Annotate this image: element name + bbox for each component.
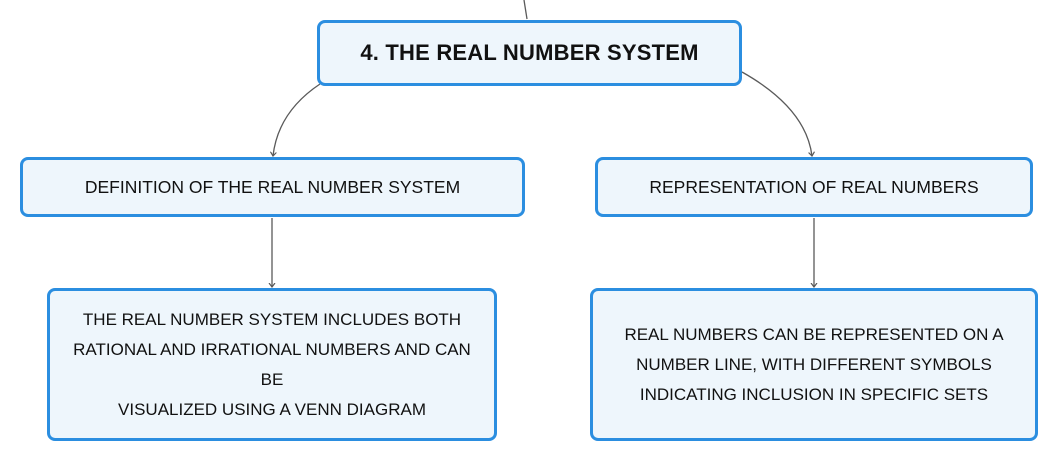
representation-detail-node[interactable]: REAL NUMBERS CAN BE REPRESENTED ON A NUM… — [590, 288, 1038, 441]
connector-root-to-representation — [741, 71, 812, 156]
subtopic-definition-node[interactable]: DEFINITION OF THE REAL NUMBER SYSTEM — [20, 157, 525, 217]
subtopic-representation-node[interactable]: REPRESENTATION OF REAL NUMBERS — [595, 157, 1033, 217]
definition-detail-node[interactable]: THE REAL NUMBER SYSTEM INCLUDES BOTH RAT… — [47, 288, 497, 441]
root-topic-node[interactable]: 4. THE REAL NUMBER SYSTEM — [317, 20, 742, 86]
incoming-connector — [523, 0, 528, 20]
connector-root-to-definition — [273, 83, 321, 156]
definition-detail-text: THE REAL NUMBER SYSTEM INCLUDES BOTH RAT… — [73, 309, 471, 419]
subtopic-representation-label: REPRESENTATION OF REAL NUMBERS — [649, 176, 979, 197]
subtopic-definition-label: DEFINITION OF THE REAL NUMBER SYSTEM — [84, 176, 461, 197]
representation-detail-text: REAL NUMBERS CAN BE REPRESENTED ON A NUM… — [624, 324, 1004, 404]
root-topic-label: 4. THE REAL NUMBER SYSTEM — [360, 40, 699, 65]
